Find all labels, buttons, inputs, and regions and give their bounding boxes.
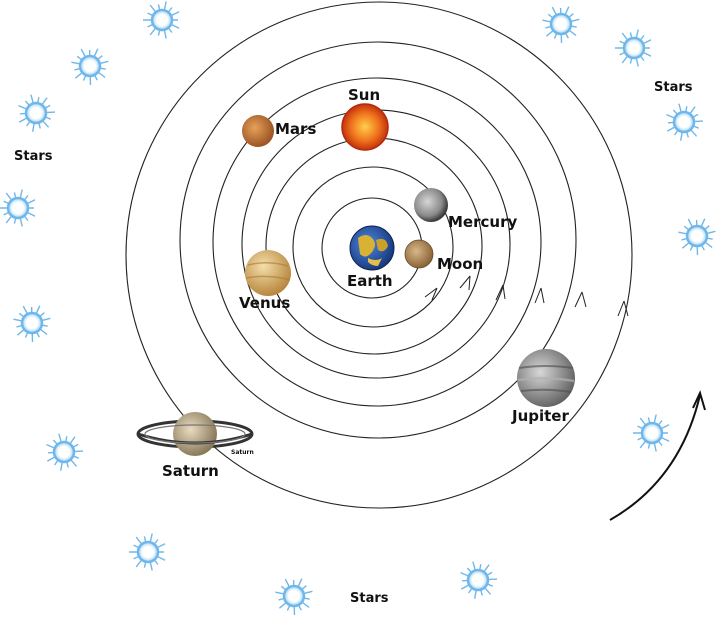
- saturn-small-label: Saturn: [231, 449, 254, 456]
- star-burst-icon: [633, 414, 670, 452]
- jupiter-label: Jupiter: [511, 407, 569, 425]
- saturn-label: Saturn: [162, 462, 219, 480]
- rotation-arrow: [609, 390, 706, 521]
- star-burst-icon: [71, 48, 109, 86]
- star-burst-icon: [13, 305, 51, 343]
- star-burst-icon: [129, 533, 166, 571]
- orbits: [125, 1, 633, 509]
- arrow-mark-5: [574, 291, 587, 308]
- arrow-mark-1: [424, 287, 438, 301]
- star-burst-icon: [678, 218, 716, 256]
- orbit-mercury: [292, 166, 454, 328]
- star-burst-icon: [275, 578, 313, 616]
- mercury-label: Mercury: [448, 213, 517, 231]
- orbit-jupiter: [179, 41, 577, 439]
- stars-label-left: Stars: [14, 149, 53, 164]
- arrow-mark-4: [534, 287, 545, 304]
- mars: [242, 115, 274, 147]
- jupiter: [517, 349, 575, 407]
- star-burst-icon: [542, 6, 580, 44]
- star-burst-icon: [460, 561, 498, 599]
- sun-label: Sun: [348, 86, 380, 104]
- star-burst-icon: [18, 94, 56, 132]
- arrow-mark-3: [495, 284, 506, 301]
- arrow-mark-6: [617, 300, 629, 317]
- star-burst-icon: [0, 189, 36, 227]
- moon: [404, 239, 434, 269]
- sun: [341, 103, 389, 151]
- saturn: [136, 412, 254, 456]
- star-burst-icon: [615, 29, 652, 67]
- star-burst-icon: [143, 1, 180, 39]
- venus-label: Venus: [239, 294, 290, 312]
- venus: [245, 250, 291, 296]
- orbit-direction-arrows: [424, 275, 629, 317]
- mars-label: Mars: [275, 120, 316, 138]
- mercury: [414, 188, 448, 222]
- moon-label: Moon: [437, 255, 483, 273]
- stars-label-right: Stars: [654, 80, 693, 95]
- stars-label-bottom: Stars: [350, 591, 389, 606]
- orbit-mars: [212, 77, 542, 407]
- orbit-saturn: [125, 1, 633, 509]
- arrow-mark-2: [459, 275, 471, 291]
- star-burst-icon: [666, 103, 704, 141]
- star-burst-icon: [46, 433, 84, 471]
- earth-label: Earth: [347, 272, 393, 290]
- earth: [349, 225, 395, 271]
